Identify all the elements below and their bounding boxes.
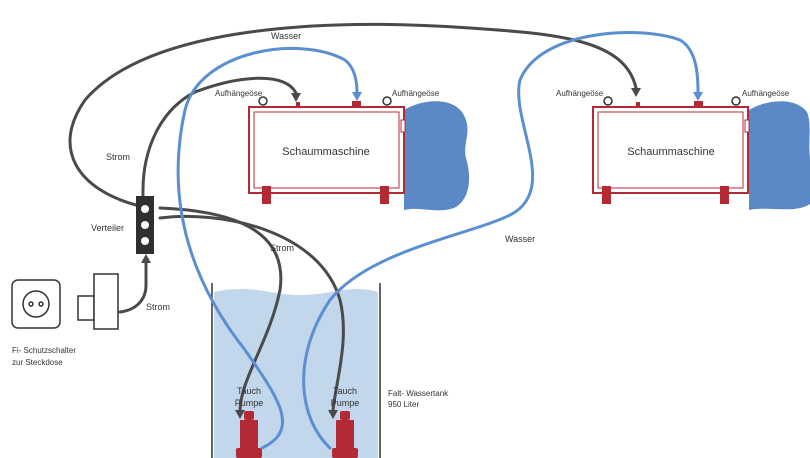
label-pump-1-line2: Pumpe (235, 398, 264, 408)
socket-icon (11, 279, 61, 329)
machine-1-foot-left (262, 186, 271, 204)
water-line-pump-1-to-machine-1 (176, 47, 359, 450)
foam-cloud-1 (404, 101, 470, 211)
label-pump-2-line2: Pumpe (331, 398, 360, 408)
power-line-verteiler-to-pump-1 (158, 206, 283, 413)
machine-2-water-inlet (694, 101, 703, 107)
label-hook-m1-left: Aufhängeöse (215, 89, 263, 98)
label-strom-middle: Strom (270, 243, 294, 253)
tank-water-fill (214, 289, 378, 458)
water-lines (176, 31, 700, 450)
machine-1-water-inlet (352, 101, 361, 107)
plug-icon (77, 273, 119, 330)
power-line-verteiler-to-machine-1 (141, 76, 298, 197)
foam-cloud-2 (749, 101, 810, 210)
power-arrowheads (141, 88, 641, 419)
machine-2-hook-left (603, 96, 613, 106)
power-line-plug-to-verteiler (118, 260, 148, 314)
label-hook-m2-left: Aufhängeöse (556, 89, 604, 98)
foam-machine-1 (248, 96, 470, 211)
submersible-pump-2 (332, 411, 358, 458)
label-tank-line2: 950 Liter (388, 400, 419, 409)
label-strom-bottom: Strom (146, 302, 170, 312)
label-tank-line1: Falt- Wassertank (388, 389, 449, 398)
label-machine-2: Schaummaschine (627, 146, 714, 158)
machine-1-body (248, 106, 405, 194)
label-outlet-line2: zur Steckdose (12, 358, 63, 367)
machine-1-power-inlet (296, 102, 300, 107)
water-line-pump-2-to-machine-2 (302, 31, 700, 450)
label-pump-2-line1: Tauch (333, 386, 357, 396)
submersible-pump-1 (236, 411, 262, 458)
water-arrowheads (352, 92, 703, 101)
water-tank (211, 283, 381, 458)
machine-2-body (592, 106, 749, 194)
label-wasser-top: Wasser (271, 31, 301, 41)
label-strom-left: Strom (106, 152, 130, 162)
power-line-verteiler-to-pump-2 (158, 214, 345, 413)
machine-2-foot-left (602, 186, 611, 204)
label-wasser-right: Wasser (505, 234, 535, 244)
label-hook-m1-right: Aufhängeöse (392, 89, 440, 98)
label-pump-1-line1: Tauch (237, 386, 261, 396)
power-distributor (136, 196, 154, 254)
label-hook-m2-right: Aufhängeöse (742, 89, 790, 98)
machine-2-power-inlet (636, 102, 640, 107)
machine-1-hook-left (258, 96, 268, 106)
machine-1-foot-right (380, 186, 389, 204)
label-outlet-line1: Fi- Schutzschalter (12, 346, 76, 355)
machine-1-hook-right (382, 96, 392, 106)
machine-2-hook-right (731, 96, 741, 106)
label-machine-1: Schaummaschine (282, 146, 369, 158)
foam-machine-2 (592, 96, 810, 210)
machine-2-foot-right (720, 186, 729, 204)
label-verteiler: Verteiler (91, 223, 124, 233)
